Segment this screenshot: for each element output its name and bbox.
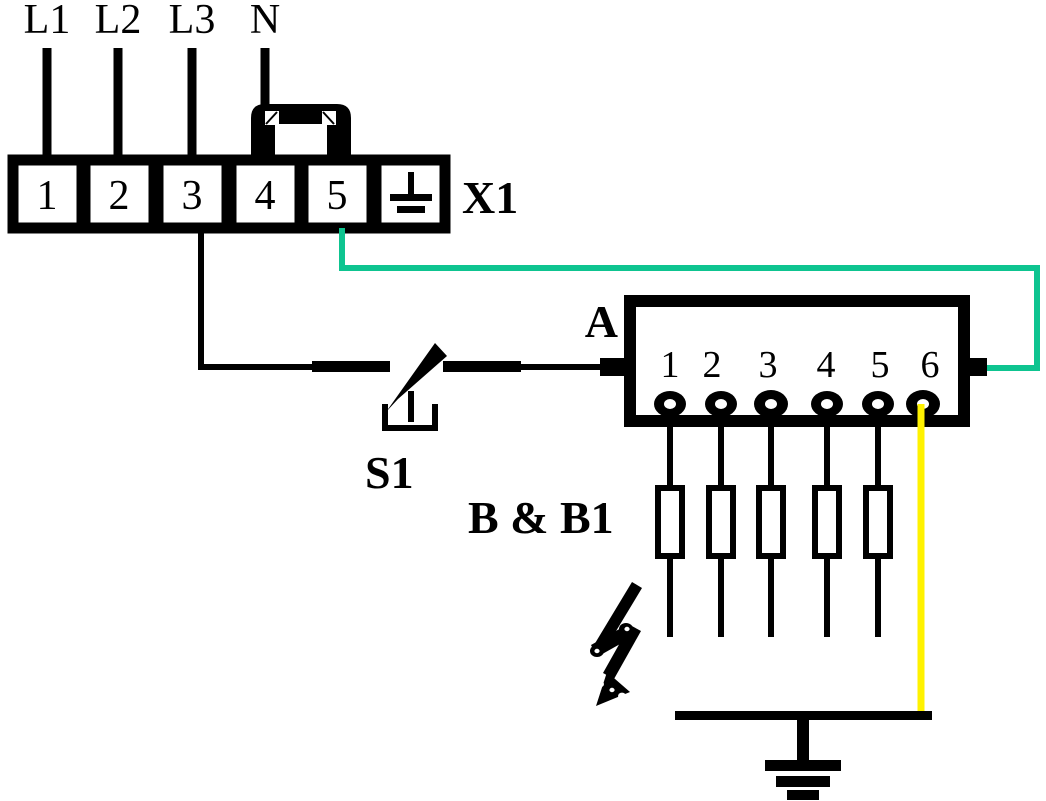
wire-earth-green	[339, 228, 1040, 371]
connector-a-socket-2[interactable]	[705, 391, 737, 417]
resistor-3	[756, 485, 786, 559]
resistor-branch-2	[706, 415, 736, 637]
terminal-label-2: 2	[109, 173, 130, 219]
earth-bar-4	[787, 790, 819, 800]
resistor-bank: B & B1	[468, 415, 893, 637]
resistor-branch-1	[655, 415, 685, 637]
connector-a-pin-label-1: 1	[661, 344, 680, 386]
resistor-bank-label: B & B1	[468, 492, 614, 543]
supply-labels-group: L1 L2 L3 N	[24, 0, 281, 43]
jumper-bridge	[251, 104, 351, 162]
earth-stem	[797, 720, 809, 762]
connector-a-right-terminal	[962, 358, 987, 376]
resistor-branch-5	[863, 415, 893, 637]
terminal-label-4: 4	[255, 173, 276, 219]
switch-s1[interactable]: S1	[312, 343, 625, 498]
switch-actuator-icon	[382, 391, 438, 431]
resistor-2	[706, 485, 736, 559]
resistor-5	[863, 485, 893, 559]
connector-a-pin-label-6: 6	[921, 344, 940, 386]
resistor-branch-4	[812, 415, 842, 637]
high-voltage-arrow-icon	[590, 582, 642, 706]
supply-label-l1: L1	[24, 0, 71, 43]
resistor-1	[655, 485, 685, 559]
resistor-4	[812, 485, 842, 559]
supply-label-l3: L3	[169, 0, 216, 43]
connector-a-pin-sockets[interactable]	[654, 390, 940, 418]
supply-wires-group	[42, 48, 270, 162]
switch-blade[interactable]	[386, 343, 447, 412]
connector-a-designation: A	[585, 296, 618, 347]
wire-l3-to-switch	[198, 228, 312, 370]
earth-icon	[390, 172, 432, 213]
connector-a-socket-4[interactable]	[811, 391, 843, 417]
switch-label: S1	[365, 447, 414, 498]
earth-bar-1	[675, 711, 932, 720]
terminal-block-x1[interactable]: 1 2 3 4 5	[7, 154, 451, 234]
connector-a-socket-1[interactable]	[654, 391, 686, 417]
switch-contact-left	[312, 361, 390, 372]
connector-a-socket-3[interactable]	[754, 390, 788, 418]
connector-a-pin-label-2: 2	[703, 344, 722, 386]
terminal-box-earth[interactable]	[370, 154, 451, 234]
jumper-screw-slot-left	[265, 111, 278, 125]
earth-bar-3	[776, 776, 830, 787]
earth-bar-2	[765, 760, 841, 771]
terminal-label-5: 5	[327, 173, 348, 219]
connector-a-pin-label-4: 4	[817, 344, 836, 386]
terminal-block-designation: X1	[462, 172, 518, 223]
jumper-screw-slot-right	[322, 111, 335, 125]
earth-ground-symbol	[675, 711, 932, 800]
terminal-label-1: 1	[37, 173, 58, 219]
connector-a-pin-label-3: 3	[759, 344, 778, 386]
switch-contact-right	[443, 361, 521, 372]
connector-a-pin-label-5: 5	[871, 344, 890, 386]
connector-a[interactable]: A 1 2 3 4 5 6	[585, 295, 987, 427]
supply-label-n: N	[250, 0, 280, 43]
connector-a-socket-5[interactable]	[862, 391, 894, 417]
supply-label-l2: L2	[95, 0, 142, 43]
connector-a-left-terminal	[600, 358, 625, 376]
terminal-label-3: 3	[182, 173, 203, 219]
resistor-branch-3	[756, 415, 786, 637]
